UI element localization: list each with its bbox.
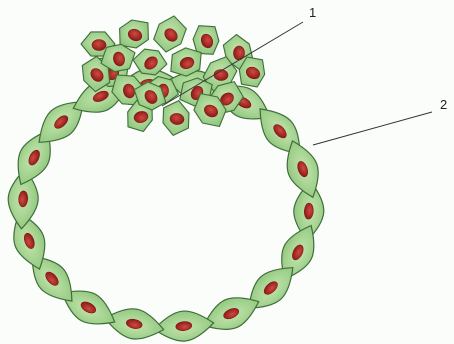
inner-mass-cell [193, 26, 219, 55]
callout-label-1: 1 [309, 6, 316, 19]
callout-label-2: 2 [440, 98, 447, 111]
inner-mass-cell [120, 20, 149, 48]
trophoblast-cell [152, 308, 215, 344]
trophoblast-cell [102, 303, 167, 344]
inner-mass-cell [163, 101, 189, 136]
leader-line-2 [313, 112, 432, 145]
inner-cell-mass [81, 16, 265, 135]
cell-nucleus [92, 40, 106, 51]
inner-mass-cell [154, 16, 187, 52]
